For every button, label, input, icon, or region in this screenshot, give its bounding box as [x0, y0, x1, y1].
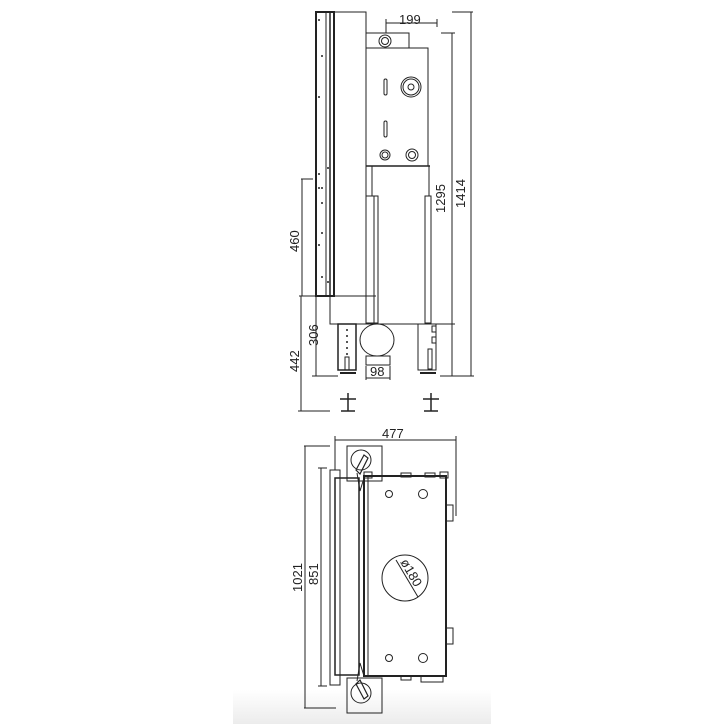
- dim-460: 460: [287, 230, 302, 252]
- drawing-panel: [233, 0, 491, 724]
- dim-1295: 1295: [433, 184, 448, 213]
- side-view-dimensions: [298, 11, 474, 412]
- top-view: [329, 445, 454, 714]
- dim-199: 199: [399, 12, 421, 27]
- dim-477: 477: [382, 426, 404, 441]
- dim-1021: 1021: [290, 563, 305, 592]
- dim-1414: 1414: [453, 179, 468, 208]
- side-view: [315, 11, 455, 412]
- dim-306: 306: [306, 324, 321, 346]
- top-view-dimensions: [304, 436, 457, 709]
- dim-442: 442: [287, 350, 302, 372]
- dim-98: 98: [370, 364, 384, 379]
- dim-851: 851: [306, 563, 321, 585]
